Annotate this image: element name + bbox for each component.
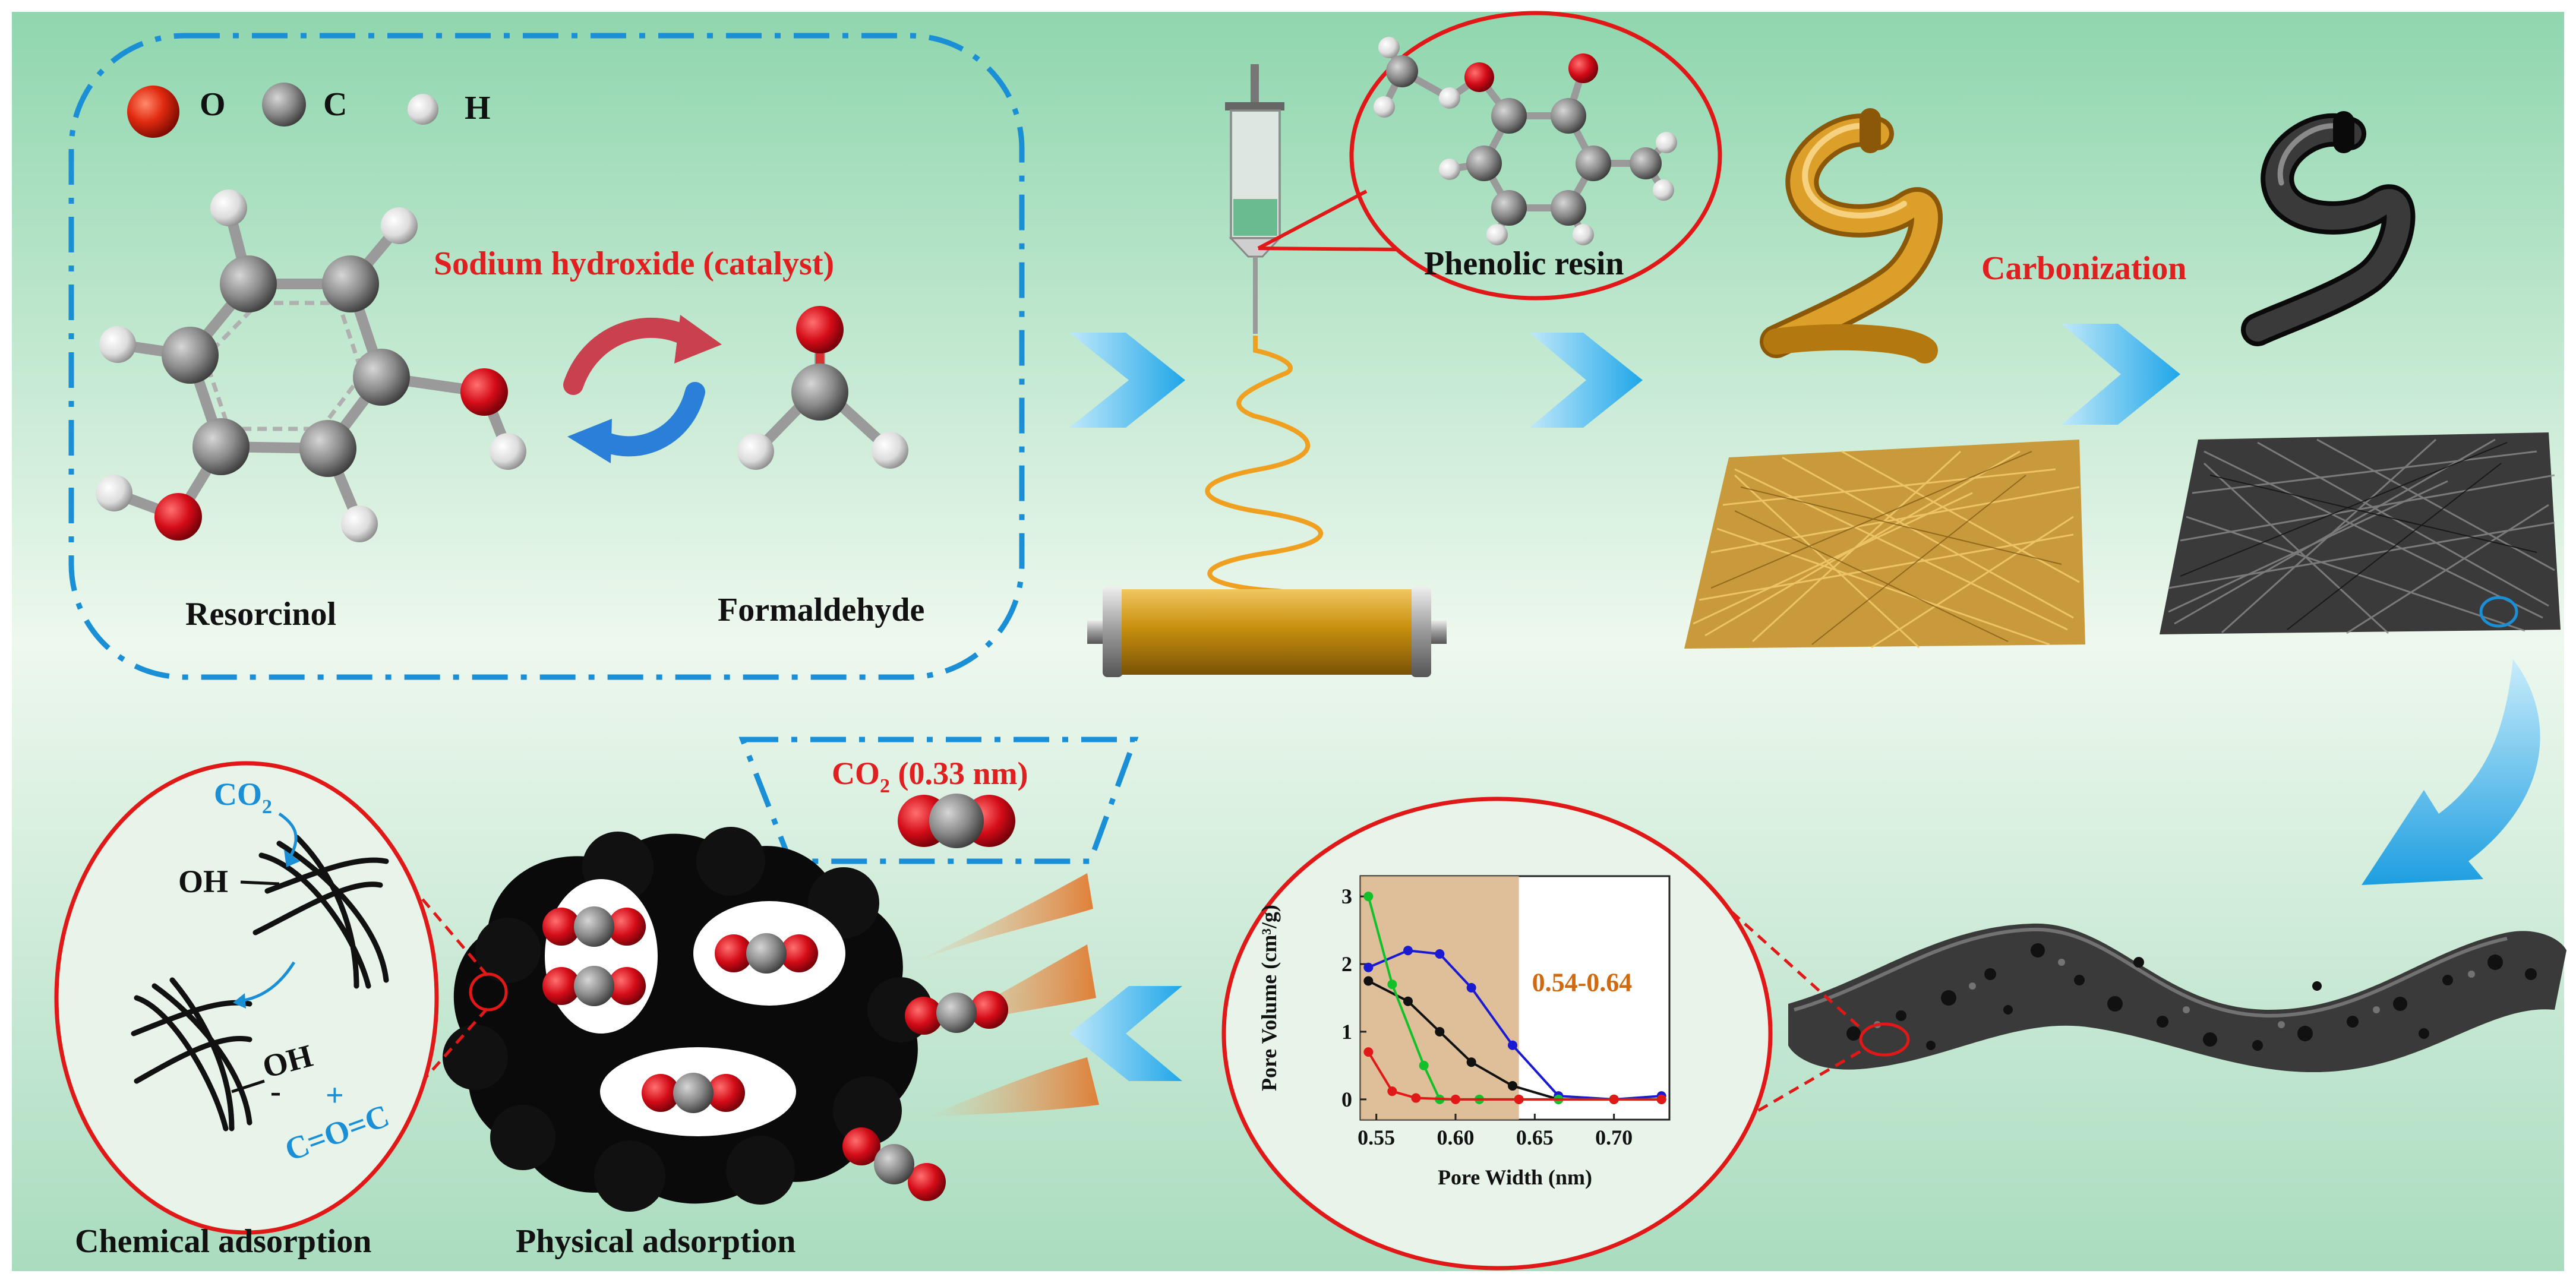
chem-oh-label-1: OH xyxy=(178,864,228,899)
physical-adsorption-caption: Physical adsorption xyxy=(516,1223,795,1260)
proton-transfer-arrow-icon xyxy=(240,961,296,1003)
oxygen-legend-atom xyxy=(127,86,179,138)
phenolic-resin-label: Phenolic resin xyxy=(1424,245,1624,282)
chart-point xyxy=(1508,1040,1517,1050)
carbonization-label: Carbonization xyxy=(1981,250,2186,287)
resin-callout-bubble xyxy=(1349,11,1722,301)
chart-point xyxy=(1466,1057,1476,1067)
resorcinol-label: Resorcinol xyxy=(185,596,336,633)
pore-size-chart: 0.54-0.64 0.55 0.60 0.65 0.70 0 1 2 3 Pore Widt… xyxy=(1257,875,1671,1189)
chart-point xyxy=(1387,1086,1397,1096)
chart-x-tick-label: 0.60 xyxy=(1437,1126,1475,1149)
syringe-icon xyxy=(1225,64,1284,334)
chart-point xyxy=(1451,1094,1460,1104)
legend-c-label: C xyxy=(323,86,347,123)
phenolic-resin-molecule xyxy=(1374,37,1677,245)
adsorbed-co2-molecules xyxy=(542,906,818,1113)
equilibrium-arrows-icon xyxy=(563,315,722,463)
legend-o-label: O xyxy=(200,86,226,123)
chemical-adsorption-caption: Chemical adsorption xyxy=(75,1223,371,1260)
flow-arrow-4-icon xyxy=(1069,986,1182,1081)
chart-point xyxy=(1508,1081,1517,1091)
chemical-adsorption-bubble xyxy=(54,761,439,1235)
co2-attack-arrow-icon xyxy=(278,812,298,857)
chart-band-label: 0.54-0.64 xyxy=(1532,968,1633,997)
carbon-legend-atom xyxy=(262,83,306,127)
resin-callout-line xyxy=(1257,189,1368,250)
fiber-bundle-top xyxy=(252,835,389,989)
chart-x-tick-label: 0.65 xyxy=(1516,1126,1554,1149)
chart-point xyxy=(1387,979,1397,990)
reaction-box xyxy=(68,33,1025,680)
chart-highlight-band xyxy=(1360,876,1519,1120)
chart-y-tick-label: 3 xyxy=(1341,884,1352,908)
carbon-fiber-coil xyxy=(2241,111,2416,346)
atom-legend: O C H xyxy=(127,83,491,138)
formaldehyde-molecule xyxy=(737,306,908,470)
chart-x-tick-label: 0.70 xyxy=(1595,1126,1633,1149)
chart-x-axis-label: Pore Width (nm) xyxy=(1438,1165,1592,1189)
chart-point xyxy=(1363,892,1374,902)
chart-point xyxy=(1411,1093,1421,1103)
carbon-fiber-mat xyxy=(2160,432,2561,634)
chem-plus-sign: + xyxy=(326,1077,344,1113)
chart-point xyxy=(1403,996,1413,1006)
chart-point xyxy=(1363,1047,1374,1057)
chart-point xyxy=(1419,1060,1429,1070)
chart-y-tick-label: 1 xyxy=(1341,1020,1352,1044)
legend-h-label: H xyxy=(465,90,491,127)
adsorption-site-marker xyxy=(469,972,508,1012)
co2-callout-trapezoid xyxy=(738,737,1139,864)
chem-co2-label: CO2 xyxy=(214,776,272,818)
hydrogen-legend-atom xyxy=(408,94,438,125)
chart-point xyxy=(1656,1094,1666,1104)
precursor-fiber-coil xyxy=(1760,108,1943,364)
flow-arrow-3-icon xyxy=(2062,324,2180,425)
chart-y-tick-label: 2 xyxy=(1341,952,1352,976)
chart-point xyxy=(1609,1094,1619,1104)
chart-point xyxy=(1514,1094,1524,1104)
chart-point xyxy=(1466,982,1476,993)
flow-arrow-1-icon xyxy=(1069,333,1185,428)
chart-point xyxy=(1403,946,1413,956)
fiber-zoom-marker xyxy=(1859,1022,1910,1057)
curved-down-arrow-icon xyxy=(2362,659,2540,885)
catalyst-label: Sodium hydroxide (catalyst) xyxy=(434,245,834,282)
chart-point xyxy=(1435,949,1445,959)
free-co2-molecules xyxy=(842,991,1008,1201)
chart-point xyxy=(1363,976,1374,986)
flow-arrow-2-icon xyxy=(1530,333,1643,428)
pore-1 xyxy=(545,879,658,1034)
chart-point xyxy=(1435,1026,1445,1036)
chart-point xyxy=(1363,962,1374,972)
co2-molecule-icon xyxy=(898,794,1015,848)
collector-roller xyxy=(1087,587,1447,677)
porous-carbon-fiber xyxy=(1788,923,2566,1073)
co2-size-label: CO2 (0.33 nm) xyxy=(832,756,1028,797)
gas-flow-streaks xyxy=(915,873,1099,1117)
precursor-fiber-mat xyxy=(1684,440,2085,649)
formaldehyde-label: Formaldehyde xyxy=(718,592,924,628)
chart-x-tick-label: 0.55 xyxy=(1358,1126,1395,1149)
resorcinol-molecule xyxy=(96,189,526,542)
chart-y-tick-label: 0 xyxy=(1341,1088,1352,1111)
mat-zoom-marker xyxy=(2479,596,2518,628)
chart-y-axis-label: Pore Volume (cm³/g) xyxy=(1257,905,1281,1091)
chem-minus-sign: - xyxy=(270,1073,281,1109)
